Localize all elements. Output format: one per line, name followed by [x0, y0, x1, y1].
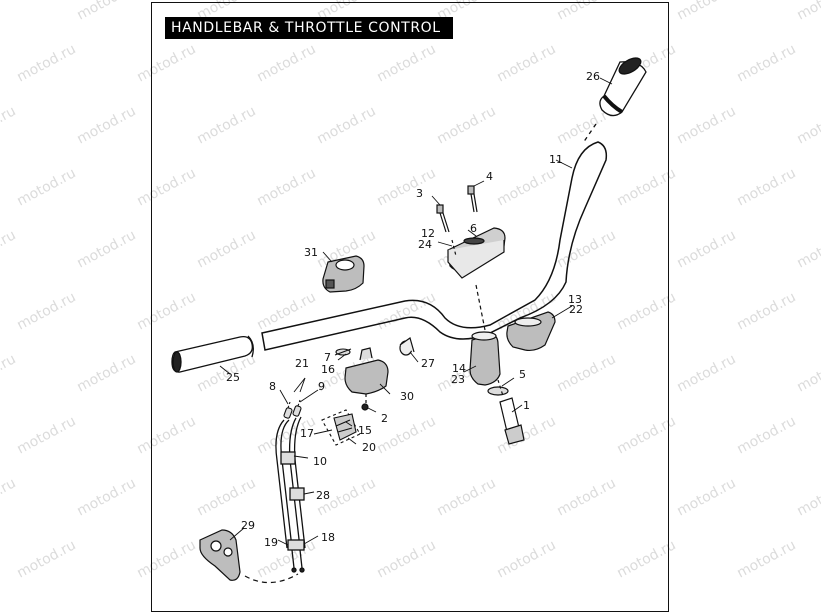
watermark-text: motod.ru	[74, 475, 138, 519]
callout-1: 1	[523, 399, 530, 412]
callout-24: 24	[418, 238, 432, 251]
callout-25: 25	[226, 371, 240, 384]
watermark-text: motod.ru	[14, 537, 78, 581]
diagram-frame	[151, 2, 669, 612]
handlebar	[261, 141, 608, 351]
watermark-text: motod.ru	[794, 351, 821, 395]
page-title: HANDLEBAR & THROTTLE CONTROL	[165, 17, 453, 39]
callout-17: 17	[300, 427, 314, 440]
watermark-text: motod.ru	[74, 103, 138, 147]
watermark-text: motod.ru	[0, 103, 19, 147]
cable-clip	[399, 337, 415, 356]
callout-4: 4	[486, 170, 493, 183]
callout-13: 13	[568, 293, 582, 306]
watermark-text: motod.ru	[734, 289, 798, 333]
riser-right	[506, 311, 556, 352]
cable-ferrules	[283, 399, 302, 419]
watermark-text: motod.ru	[74, 227, 138, 271]
callout-8: 8	[269, 380, 276, 393]
callout-10: 10	[313, 455, 327, 468]
left-grip	[171, 335, 254, 373]
watermark-text: motod.ru	[14, 165, 78, 209]
upper-riser-clamp	[447, 227, 506, 279]
watermark-text: motod.ru	[674, 475, 738, 519]
callout-9: 9	[318, 380, 325, 393]
callout-18: 18	[321, 531, 335, 544]
watermark-text: motod.ru	[734, 41, 798, 85]
callout-15: 15	[358, 424, 372, 437]
riser-left	[469, 284, 501, 386]
watermark-text: motod.ru	[0, 351, 19, 395]
callout-29: 29	[241, 519, 255, 532]
watermark-text: motod.ru	[0, 227, 19, 271]
watermark-text: motod.ru	[14, 413, 78, 457]
callout-6: 6	[470, 222, 477, 235]
watermark-text: motod.ru	[794, 0, 821, 24]
watermark-text: motod.ru	[734, 537, 798, 581]
callout-21: 21	[295, 357, 309, 370]
watermark-text: motod.ru	[674, 227, 738, 271]
callout-5: 5	[519, 368, 526, 381]
throttle-housing-lower	[344, 347, 389, 411]
friction-adjuster	[321, 409, 361, 446]
callout-3: 3	[416, 187, 423, 200]
callout-20: 20	[362, 441, 376, 454]
callout-12: 12	[421, 227, 435, 240]
callout-7: 7	[324, 351, 331, 364]
callout-14: 14	[452, 362, 466, 375]
riser-bolts	[436, 185, 478, 257]
callout-27: 27	[421, 357, 435, 370]
watermark-text: motod.ru	[74, 0, 138, 24]
callout-22: 22	[569, 303, 583, 316]
callout-23: 23	[451, 373, 465, 386]
callout-30: 30	[400, 390, 414, 403]
watermark-text: motod.ru	[0, 0, 19, 24]
riser-bolt-lower	[487, 379, 525, 445]
callout-11: 11	[549, 153, 563, 166]
watermark-text: motod.ru	[74, 351, 138, 395]
callout-16: 16	[321, 363, 335, 376]
watermark-text: motod.ru	[734, 413, 798, 457]
watermark-text: motod.ru	[674, 0, 738, 24]
watermark-text: motod.ru	[14, 289, 78, 333]
screw-small	[334, 348, 352, 356]
watermark-text: motod.ru	[674, 351, 738, 395]
watermark-text: motod.ru	[674, 103, 738, 147]
callout-labels: 1 2 3 4 5 6 7 8 9 10 11 12 13 14 15 16 1…	[226, 70, 600, 549]
watermark-text: motod.ru	[734, 165, 798, 209]
callout-31: 31	[304, 246, 318, 259]
leader-lines	[219, 77, 613, 546]
watermark-text: motod.ru	[0, 475, 19, 519]
watermark-text: motod.ru	[794, 103, 821, 147]
right-grip	[582, 57, 647, 144]
callout-2: 2	[381, 412, 388, 425]
switch-housing-upper	[322, 255, 365, 293]
watermark-text: motod.ru	[794, 227, 821, 271]
throttle-cables	[275, 416, 306, 573]
callout-26: 26	[586, 70, 600, 83]
watermark-text: motod.ru	[794, 475, 821, 519]
callout-19: 19	[264, 536, 278, 549]
callout-28: 28	[316, 489, 330, 502]
cable-bracket	[199, 529, 299, 584]
watermark-text: motod.ru	[14, 41, 78, 85]
